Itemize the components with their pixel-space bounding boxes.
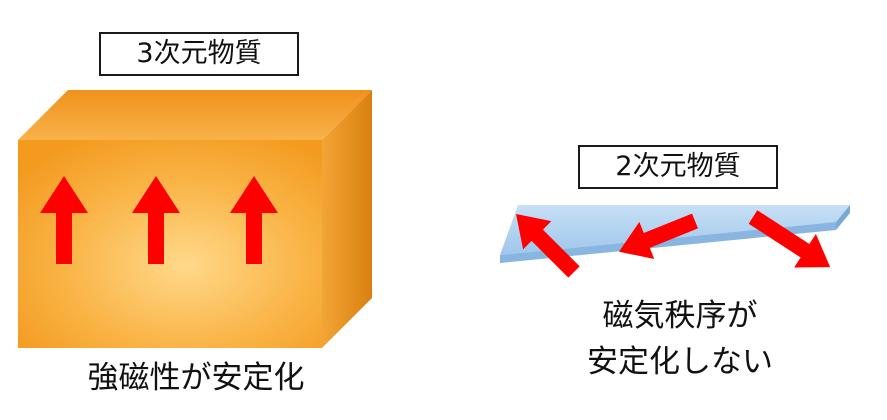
up-arrow-icon (230, 176, 278, 264)
sheet-front-face (500, 222, 836, 263)
label-3d-material: 3次元物質 (99, 32, 299, 76)
cube-top-face (18, 90, 372, 140)
label-2d-material: 2次元物質 (578, 145, 778, 189)
caption-magnetic-order-line1: 磁気秩序が (602, 298, 758, 334)
spin-arrows-3d (40, 176, 278, 264)
caption-ferromagnetism-stable: 強磁性が安定化 (87, 360, 305, 396)
sheet-side-face (836, 205, 850, 230)
up-arrow-icon (40, 176, 88, 264)
up-arrow-icon (132, 176, 180, 264)
caption-magnetic-order-line2: 安定化しない (587, 344, 773, 380)
down-left-arrow-icon (618, 213, 698, 260)
cube-side-face (322, 90, 372, 348)
spin-arrows-2d (516, 210, 831, 278)
up-left-arrow-icon (516, 214, 580, 278)
down-right-arrow-icon (748, 210, 831, 268)
